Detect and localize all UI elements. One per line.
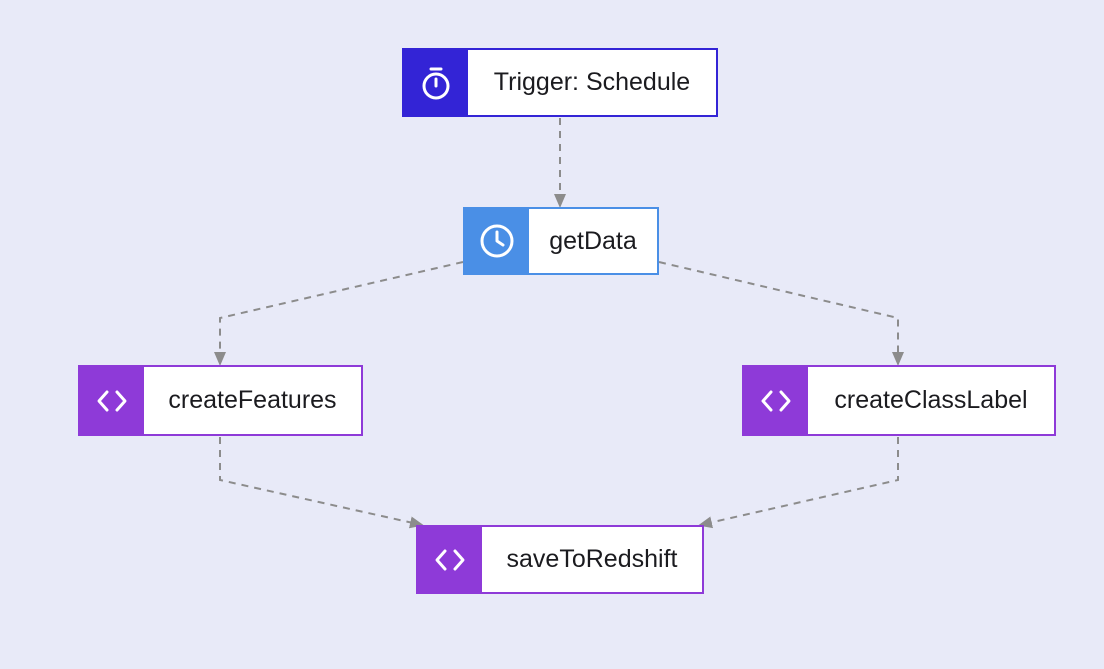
code-brackets-icon	[435, 549, 465, 570]
node-createclasslabel[interactable]: createClassLabel	[742, 365, 1056, 436]
edge-createfeatures-to-savetoredshift	[219, 437, 424, 529]
node-label: Trigger: Schedule	[493, 68, 691, 96]
node-createfeatures[interactable]: createFeatures	[78, 365, 363, 436]
node-trigger-schedule[interactable]: Trigger: Schedule	[402, 48, 718, 117]
node-icon-box	[404, 50, 468, 115]
edge-createclasslabel-to-savetoredshift	[698, 437, 899, 529]
node-icon-box	[80, 367, 144, 434]
node-label: saveToRedshift	[506, 545, 678, 573]
code-brackets-icon	[761, 390, 791, 411]
node-label: createClassLabel	[834, 386, 1028, 414]
node-savetoredshift[interactable]: saveToRedshift	[416, 525, 704, 594]
node-label: getData	[549, 226, 637, 255]
stopwatch-icon	[422, 67, 450, 99]
node-icon-box	[744, 367, 808, 434]
node-icon-box	[465, 209, 529, 273]
node-label: createFeatures	[168, 386, 337, 414]
edge-getdata-to-createclasslabel	[658, 261, 904, 366]
node-getdata[interactable]: getData	[463, 207, 659, 275]
code-brackets-icon	[97, 390, 127, 411]
node-icon-box	[418, 527, 482, 592]
edge-getdata-to-createfeatures	[214, 261, 464, 366]
clock-icon	[480, 224, 514, 258]
